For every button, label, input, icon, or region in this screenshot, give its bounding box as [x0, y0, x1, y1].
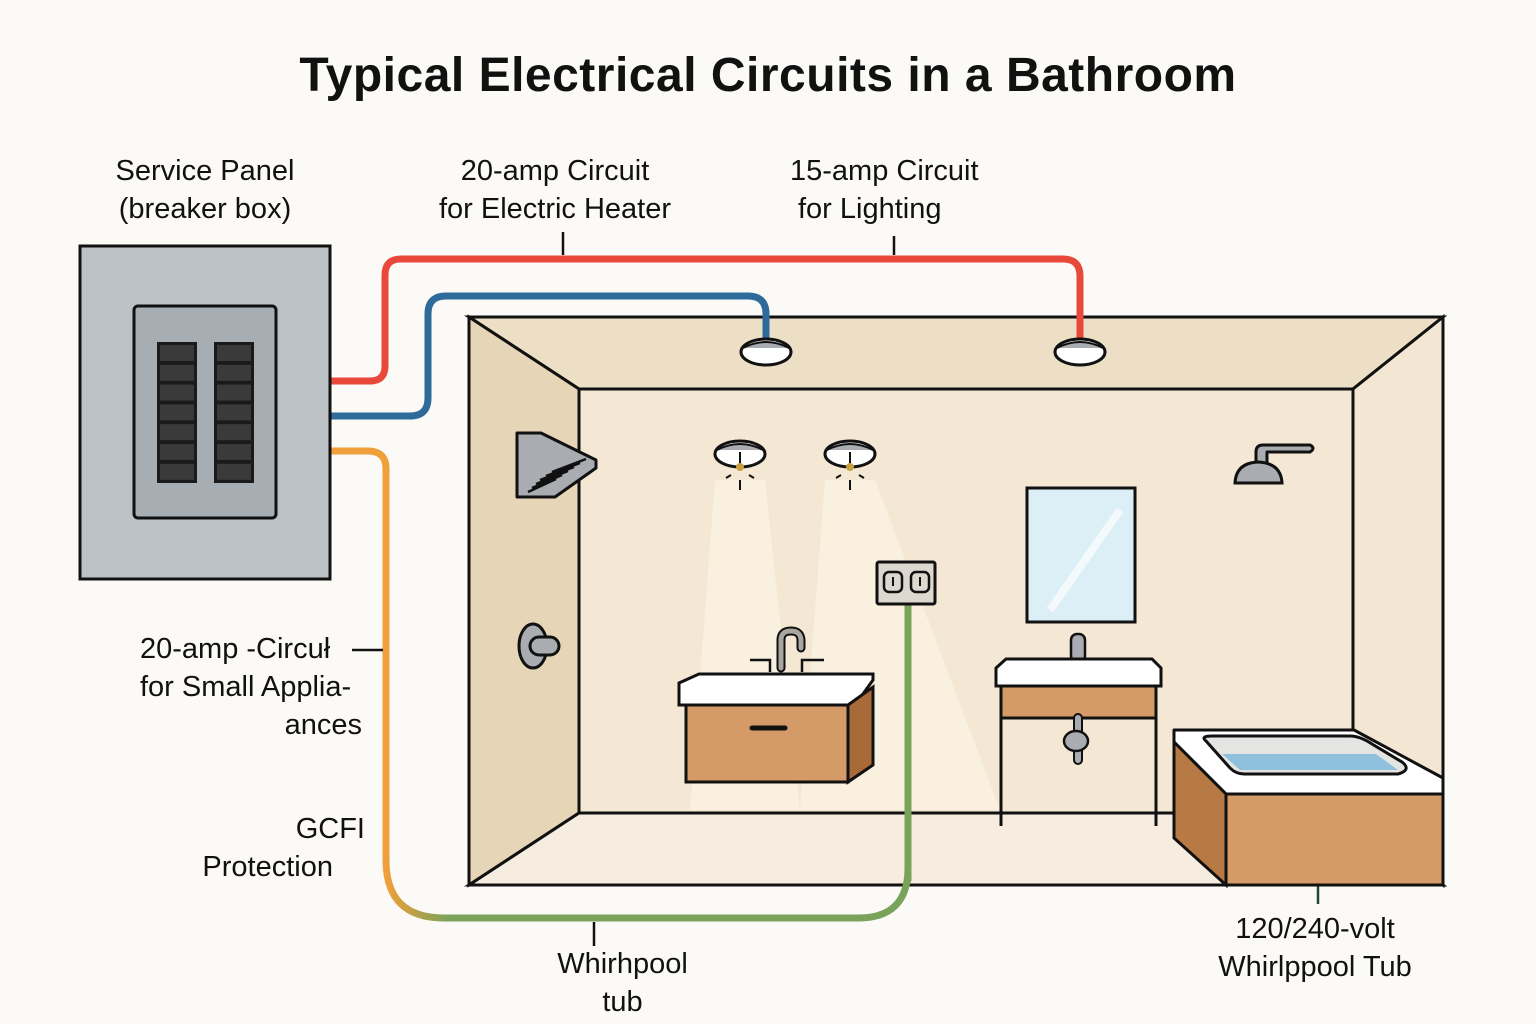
- wall-heater-control: [517, 622, 561, 670]
- breaker-switch: [217, 364, 251, 381]
- wire-whirlpool: [382, 596, 912, 922]
- label-line: 20-amp Circuit: [460, 155, 650, 187]
- ceiling-light: [739, 337, 793, 367]
- wires: [274, 255, 1084, 922]
- vanity-right: [994, 632, 1163, 826]
- label-line: for Lighting: [798, 193, 942, 225]
- label-line: Whirlppool Tub: [1218, 951, 1412, 983]
- whirlpool-tub: [1172, 728, 1445, 889]
- label-line: tub: [602, 986, 643, 1018]
- gfci-outlet: [875, 560, 937, 606]
- label-line: 20-amp ‐Circuł: [140, 633, 331, 665]
- label-line: Protection: [202, 851, 333, 883]
- label-line: for Small Applia-: [140, 671, 352, 703]
- recessed-light: [823, 439, 877, 490]
- diagram-title: Typical Electrical Circuits in a Bathroo…: [299, 49, 1237, 102]
- label-heater-circuit: 20-amp Circuit for Electric Heater: [400, 152, 710, 228]
- label-line: for Electric Heater: [438, 193, 672, 225]
- breaker-switch: [160, 463, 194, 480]
- label-line: Whirhpool: [557, 948, 688, 980]
- exhaust-fan: [515, 431, 598, 499]
- breaker-switch: [160, 404, 194, 421]
- breaker-switch: [160, 444, 194, 460]
- label-small-appliances-circuit: 20-amp ‐Circuł for Small Applia- ances: [120, 630, 372, 744]
- label-line: Service Panel: [115, 155, 295, 187]
- label-gcfi: GCFI Protection: [150, 810, 365, 886]
- left-wall: [467, 314, 581, 888]
- label-line: GCFI: [295, 813, 365, 845]
- breaker-switch: [160, 384, 194, 401]
- breaker-switch: [160, 364, 194, 381]
- ceiling: [463, 315, 1448, 391]
- wire-heater: [274, 255, 1084, 385]
- breaker-switch: [217, 424, 251, 441]
- breakers: [157, 342, 254, 483]
- label-whirlpool-tub: 120/240-volt Whirlppool Tub: [1180, 910, 1450, 986]
- label-lighting-circuit: 15-amp Circuit for Lighting: [790, 152, 1020, 228]
- breaker-switch: [160, 345, 194, 361]
- wire-lighting: [274, 292, 770, 420]
- breaker-switch: [217, 404, 251, 421]
- ceiling-light: [1053, 337, 1107, 367]
- wire-appliances: [274, 447, 390, 864]
- mirror: [1025, 486, 1137, 624]
- breaker-switch: [160, 424, 194, 441]
- label-line: 120/240-volt: [1235, 913, 1395, 945]
- breaker-switch: [217, 463, 251, 480]
- breaker-switch: [217, 444, 251, 460]
- service-panel: [78, 244, 332, 581]
- shower-head: [1233, 443, 1315, 485]
- label-line: ances: [284, 709, 362, 741]
- breaker-switch: [217, 345, 251, 361]
- vanity-left: [677, 626, 875, 785]
- label-whirlpool-circuit: Whirhpool tub: [500, 945, 745, 1021]
- label-service-panel: Service Panel (breaker box): [90, 152, 320, 228]
- breaker-switch: [217, 384, 251, 401]
- label-line: 15-amp Circuit: [790, 155, 979, 187]
- recessed-light: [713, 439, 767, 490]
- label-line: (breaker box): [118, 193, 292, 225]
- panel-inner: [132, 304, 278, 520]
